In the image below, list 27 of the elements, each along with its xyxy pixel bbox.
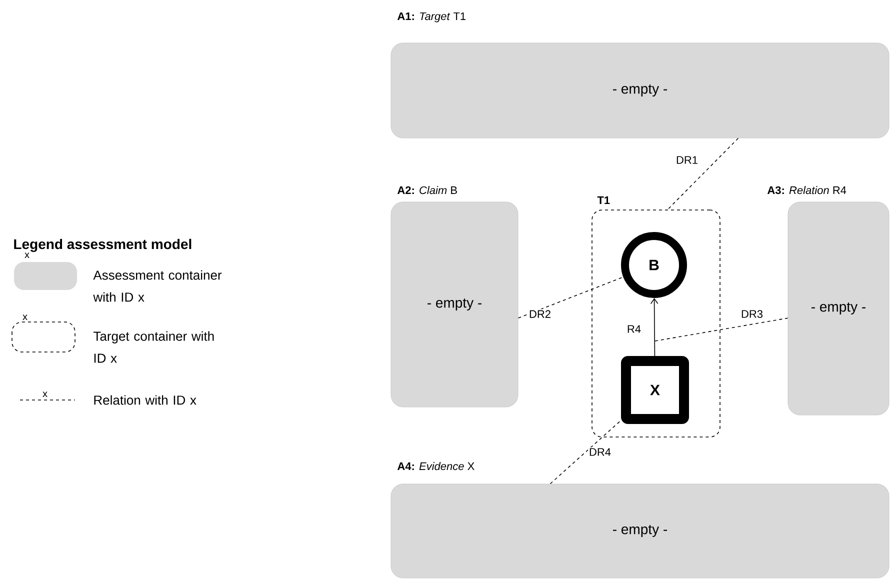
id-label: x	[24, 252, 30, 258]
box-heading: A1: Target T1	[397, 12, 466, 22]
legend-text: Assessment container with ID x	[93, 270, 222, 302]
relation-line	[550, 420, 622, 484]
legend-text: Relation with ID x	[94, 395, 196, 405]
id-label: x	[42, 392, 48, 397]
assessment-box: - empty -	[390, 484, 890, 578]
assessment-box: - empty -	[788, 202, 890, 416]
box-heading: A3: Relation R4	[767, 186, 846, 194]
relation-arrow	[650, 298, 658, 356]
id-label: x	[22, 314, 28, 320]
relation-line	[667, 138, 739, 210]
relation-line	[518, 276, 624, 318]
evidence-square: X	[621, 356, 689, 424]
box-heading: A4: Evidence X	[397, 462, 474, 470]
assessment-box: - empty -	[390, 42, 890, 138]
assessment-box: - empty -	[390, 202, 518, 408]
box-heading: A2: Claim B	[397, 186, 457, 194]
edge-label: R4	[626, 324, 642, 334]
edge-label: DR3	[740, 309, 764, 319]
container-heading: T1	[597, 196, 610, 204]
edge-label: DR4	[588, 447, 612, 457]
legend-text: Target container with ID x	[94, 331, 214, 363]
relation-line	[654, 318, 788, 342]
edge-label: DR2	[528, 309, 552, 319]
edge-label: DR1	[675, 155, 699, 165]
legend-title: Legend assessment model	[14, 238, 192, 252]
